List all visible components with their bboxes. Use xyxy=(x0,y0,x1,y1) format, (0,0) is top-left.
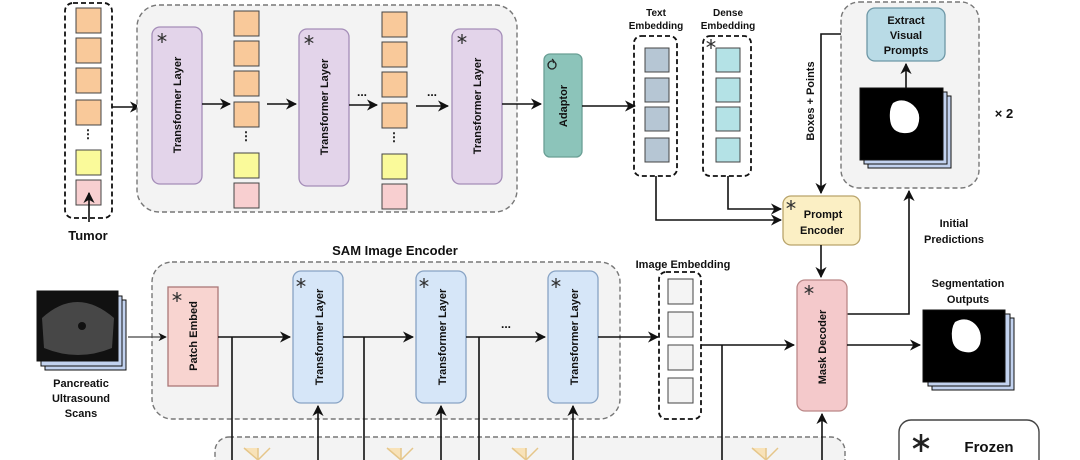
snowflake-icon xyxy=(706,38,716,50)
adapter-strip-container xyxy=(214,436,846,460)
extract-visual-prompts: Extract Visual Prompts xyxy=(866,7,946,62)
svg-text:⋮: ⋮ xyxy=(388,130,400,144)
tumor-label: Tumor xyxy=(68,228,107,243)
adapter-strip-icon xyxy=(751,447,779,460)
text-embedding-title-2: Embedding xyxy=(629,21,683,32)
seg-outputs-label-1: Segmentation xyxy=(932,278,1005,290)
adapter-strip-icon xyxy=(511,447,539,460)
top-transformer-layer-3: Transformer Layer xyxy=(451,28,503,185)
extract-label-3: Prompts xyxy=(884,45,929,57)
sam-transformer-layer-1: Transformer Layer xyxy=(292,270,344,404)
transformer-layer-label: Transformer Layer xyxy=(319,58,331,155)
image-embedding-column xyxy=(658,271,702,420)
scans-label-2: Ultrasound xyxy=(52,393,110,405)
image-embedding-title: Image Embedding xyxy=(636,259,731,271)
sam-encoder-container xyxy=(151,261,621,420)
token-orange xyxy=(75,37,102,64)
scans-label-1: Pancreatic xyxy=(53,378,109,390)
dense-embedding-column xyxy=(702,35,752,177)
token-orange xyxy=(75,99,102,126)
prompt-encoder: Prompt Encoder xyxy=(782,195,861,246)
repeat-count-label: × 2 xyxy=(995,106,1013,121)
ultrasound-scan-stack xyxy=(36,290,127,371)
extract-label-1: Extract xyxy=(887,15,925,27)
mask-decoder: Mask Decoder xyxy=(796,279,848,412)
transformer-layer-label: Transformer Layer xyxy=(314,288,326,385)
adapter-strip-icon xyxy=(386,447,414,460)
initial-predictions-label-1: Initial xyxy=(940,218,969,230)
segmentation-output-stack xyxy=(922,309,1015,391)
token-orange xyxy=(75,67,102,94)
prompt-encoder-label-2: Encoder xyxy=(800,225,845,237)
patch-embed: Patch Embed xyxy=(167,286,219,387)
transformer-layer-label: Transformer Layer xyxy=(437,288,449,385)
ellipsis: ... xyxy=(501,317,511,331)
sam-encoder-title: SAM Image Encoder xyxy=(332,243,458,258)
token-ellipsis: ⋮ xyxy=(82,127,94,141)
initial-mask-stack xyxy=(859,87,952,169)
initial-predictions-label-2: Predictions xyxy=(924,234,984,246)
transformer-layer-label: Transformer Layer xyxy=(569,288,581,385)
adapter-label: Adaptor xyxy=(558,84,570,127)
dense-embedding-title-1: Dense xyxy=(713,8,743,19)
prompt-encoder-label-1: Prompt xyxy=(804,209,843,221)
patch-embed-label: Patch Embed xyxy=(188,301,200,371)
top-transformer-layer-2: Transformer Layer xyxy=(298,28,350,187)
text-embedding-title-1: Text xyxy=(646,8,666,19)
token-orange xyxy=(75,7,102,34)
legend-frozen-label: Frozen xyxy=(964,439,1013,456)
text-embedding-column xyxy=(633,35,678,177)
seg-outputs-label-2: Outputs xyxy=(947,294,989,306)
input-token-column: ⋮ Tumor xyxy=(64,2,113,243)
ellipsis: ... xyxy=(357,85,367,99)
fire-icon xyxy=(547,58,557,70)
svg-text:⋮: ⋮ xyxy=(240,129,252,143)
transformer-layer-label: Transformer Layer xyxy=(472,57,484,154)
sam-transformer-layer-3: Transformer Layer xyxy=(547,270,599,404)
scans-label-3: Scans xyxy=(65,408,97,420)
top-transformer-layer-1: Transformer Layer xyxy=(151,26,203,185)
sam-transformer-layer-2: Transformer Layer xyxy=(415,270,467,404)
extract-label-2: Visual xyxy=(890,30,922,42)
token-yellow xyxy=(75,149,102,176)
adapter-block: Adaptor xyxy=(543,53,583,158)
legend-frozen: Frozen xyxy=(898,419,1040,460)
transformer-layer-label: Transformer Layer xyxy=(172,56,184,153)
dense-embedding-title-2: Embedding xyxy=(701,21,755,32)
adapter-strip-icon xyxy=(243,447,271,460)
intermediate-token-column-1: ⋮ xyxy=(233,10,260,209)
snowflake-icon xyxy=(912,434,930,452)
ellipsis: ... xyxy=(427,85,437,99)
intermediate-token-column-2: ⋮ xyxy=(381,11,408,210)
mask-decoder-label: Mask Decoder xyxy=(817,309,829,384)
boxes-points-label: Boxes + Points xyxy=(805,61,817,140)
